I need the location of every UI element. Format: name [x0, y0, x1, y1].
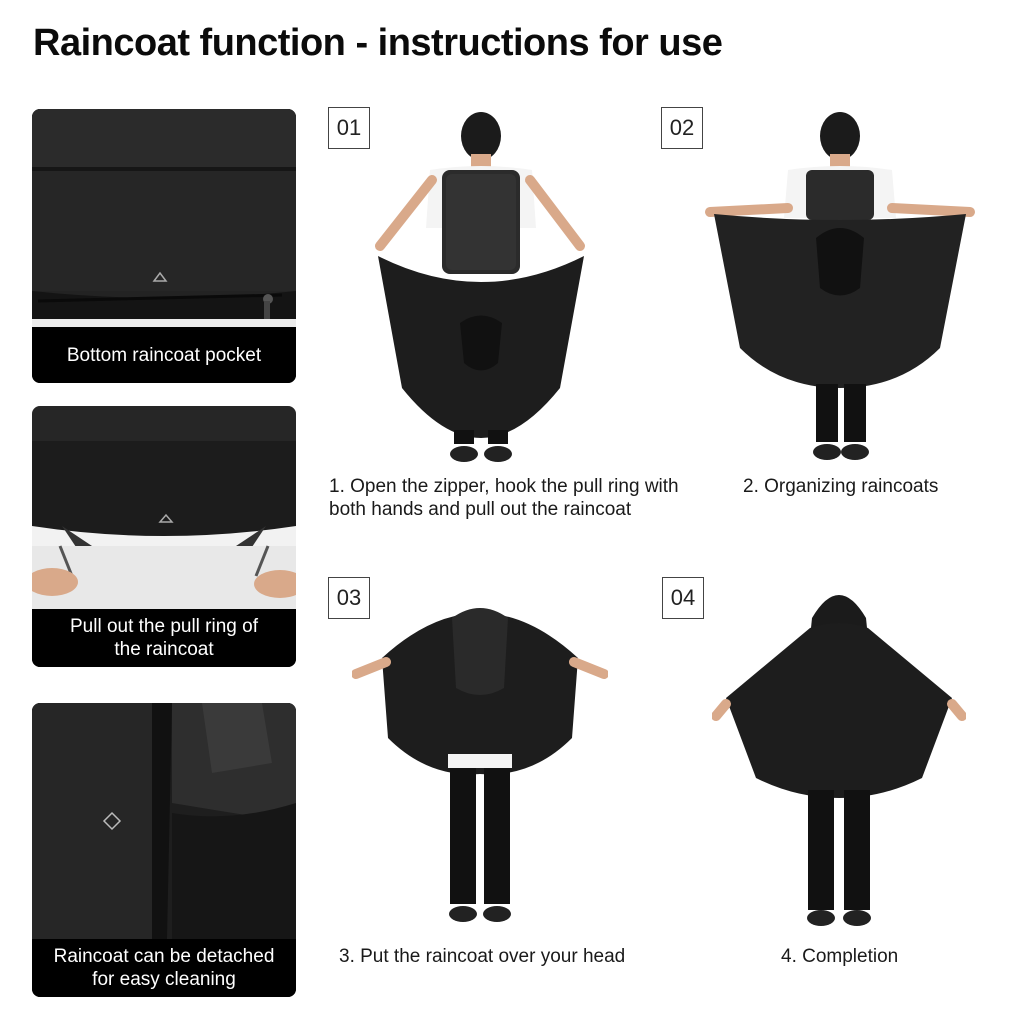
step-02-photo — [700, 108, 980, 468]
step-04-photo — [712, 578, 966, 934]
step-03-photo — [352, 578, 608, 934]
backpack-bottom-photo — [32, 109, 296, 327]
detail-caption: Raincoat can be detached for easy cleani… — [32, 939, 296, 997]
detail-card-pull-ring: Pull out the pull ring of the raincoat — [32, 406, 296, 667]
page-title: Raincoat function - instructions for use — [33, 22, 723, 64]
detail-caption: Bottom raincoat pocket — [32, 327, 296, 383]
logo-icon — [152, 271, 168, 282]
step-02-caption: 2. Organizing raincoats — [743, 476, 939, 497]
detachable-raincoat-photo — [32, 703, 296, 939]
step-04-caption: 4. Completion — [781, 946, 899, 967]
pull-ring-photo — [32, 406, 296, 611]
step-03-caption: 3. Put the raincoat over your head — [339, 946, 626, 967]
step-01-caption: 1. Open the zipper, hook the pull ring w… — [329, 476, 679, 520]
detail-caption: Pull out the pull ring of the raincoat — [32, 609, 296, 667]
detail-card-pocket: Bottom raincoat pocket — [32, 109, 296, 383]
step-01-photo — [370, 108, 592, 468]
step-number-04: 04 — [662, 577, 704, 619]
detail-card-detachable: Raincoat can be detached for easy cleani… — [32, 703, 296, 997]
step-number-03: 03 — [328, 577, 370, 619]
step-number-01: 01 — [328, 107, 370, 149]
step-number-02: 02 — [661, 107, 703, 149]
